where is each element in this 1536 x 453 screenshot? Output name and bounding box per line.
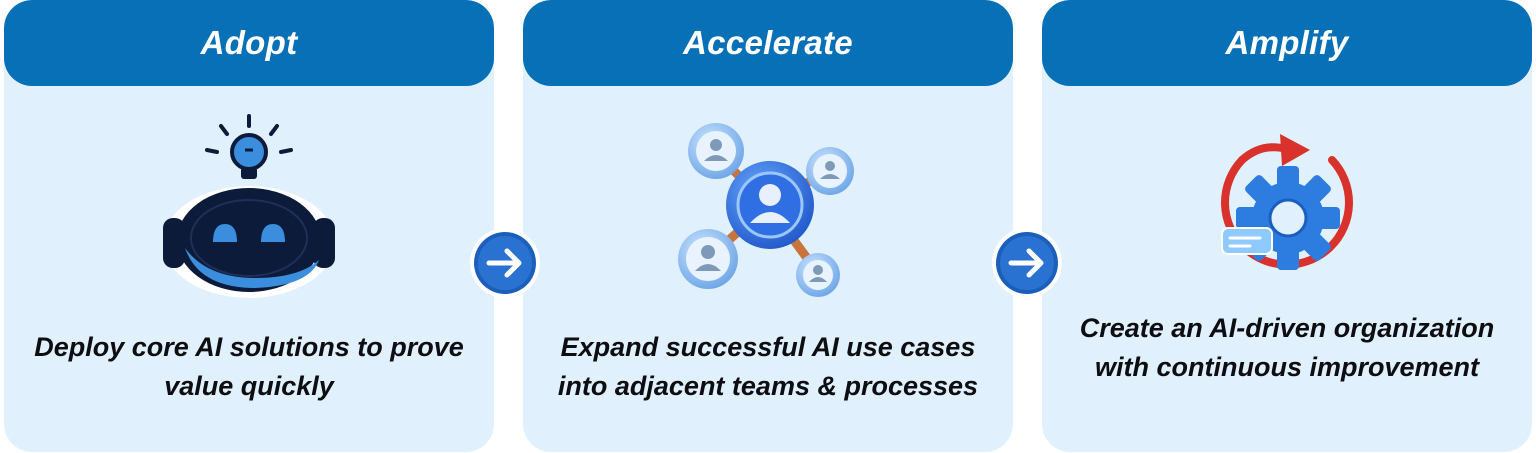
robot-lightbulb-icon [163, 114, 335, 298]
step-card-accelerate: Accelerate [523, 0, 1013, 452]
user-network-icon [678, 123, 854, 297]
step-description: Create an AI-driven organization with co… [1079, 313, 1495, 382]
arrow-right-icon [992, 228, 1062, 298]
step-title: Accelerate [523, 0, 1013, 86]
gear-cycle-icon [1221, 134, 1353, 270]
step-description: Expand successful AI use cases into adja… [557, 332, 979, 401]
step-title: Amplify [1042, 0, 1532, 86]
step-description: Deploy core AI solutions to prove value … [34, 332, 464, 401]
arrow-right-icon [470, 228, 540, 298]
step-card-adopt: Adopt Deplo [4, 0, 494, 452]
step-card-amplify: Amplify [1042, 0, 1532, 452]
step-title: Adopt [4, 0, 494, 86]
